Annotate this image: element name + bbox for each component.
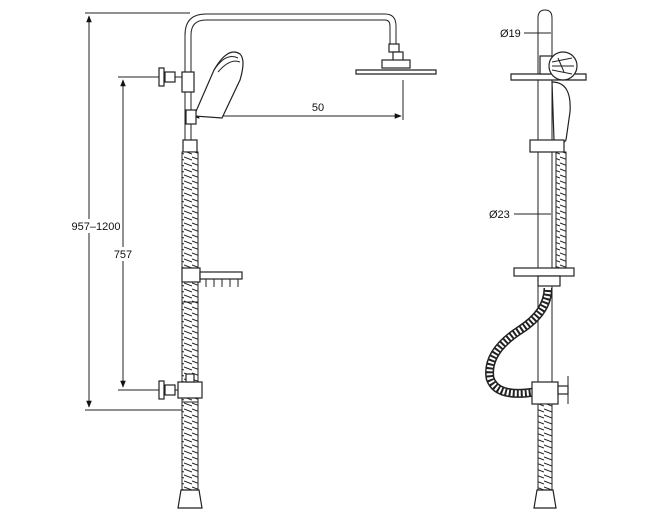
arm-reach-dimension: 50	[192, 80, 404, 120]
rail-diameter-label: Ø23	[489, 209, 510, 221]
front-view: 957–1200 757 50	[66, 12, 437, 509]
side-shower-head	[510, 51, 587, 81]
head-diameter-label: Ø19	[500, 28, 521, 40]
total-height-dimension: 957–1200	[66, 12, 190, 411]
side-mixer	[531, 376, 569, 405]
hose-connector	[177, 489, 203, 509]
hand-shower	[185, 51, 244, 125]
arm-reach-label: 50	[312, 102, 324, 114]
side-slider	[529, 139, 565, 153]
lower-wall-bracket	[158, 373, 203, 400]
side-hose-connector	[533, 489, 557, 509]
side-hand-shower	[551, 81, 571, 145]
upper-wall-bracket	[158, 67, 195, 93]
riser-rail	[184, 13, 397, 410]
slider-holder	[182, 139, 198, 153]
side-hose-loop	[485, 287, 553, 398]
soap-dish	[181, 267, 243, 287]
mixer-spacing-dimension: 757	[109, 76, 160, 391]
total-height-label: 957–1200	[72, 221, 121, 233]
side-view: Ø19 Ø23	[485, 9, 587, 509]
overhead-shower-head	[355, 59, 437, 75]
side-soap-dish	[513, 267, 575, 287]
mixer-spacing-label: 757	[114, 249, 132, 261]
